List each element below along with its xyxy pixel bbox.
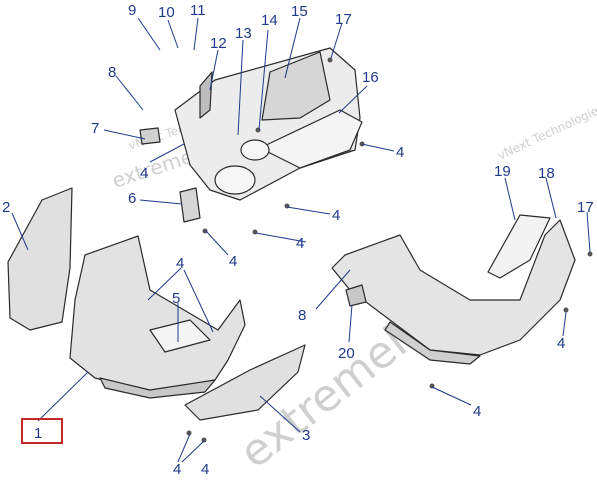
callout-11[interactable]: 11 xyxy=(190,2,206,19)
callout-4-h[interactable]: 4 xyxy=(473,403,481,420)
callout-8-a[interactable]: 8 xyxy=(108,64,116,81)
callout-15[interactable]: 15 xyxy=(291,3,308,20)
callout-9[interactable]: 9 xyxy=(128,2,136,19)
rear-pan-lip xyxy=(384,321,481,365)
callout-2[interactable]: 2 xyxy=(2,199,10,216)
belly-pan-rear xyxy=(331,219,576,356)
callout-4-i[interactable]: 4 xyxy=(173,461,181,478)
callout-4-a[interactable]: 4 xyxy=(176,255,184,272)
tunnel-rear-section xyxy=(259,109,363,169)
rear-pan-insert xyxy=(487,214,551,279)
side-panel-lower xyxy=(184,344,306,421)
mount-bracket xyxy=(179,187,201,223)
callout-12[interactable]: 12 xyxy=(210,35,227,52)
tunnel-top-panel xyxy=(261,51,331,121)
upper-bracket xyxy=(199,71,213,119)
callout-6[interactable]: 6 xyxy=(128,190,136,207)
callout-19[interactable]: 19 xyxy=(494,163,511,180)
highlight-box xyxy=(21,418,63,444)
callout-4-j[interactable]: 4 xyxy=(201,461,209,478)
callout-5[interactable]: 5 xyxy=(172,290,180,307)
belly-pan-inner xyxy=(149,319,211,353)
callout-4-b[interactable]: 4 xyxy=(140,165,148,182)
callout-20[interactable]: 20 xyxy=(338,345,355,362)
callout-8-b[interactable]: 8 xyxy=(298,307,306,324)
callout-4-c[interactable]: 4 xyxy=(396,144,404,161)
callout-10[interactable]: 10 xyxy=(158,4,175,21)
callout-labels: 1 2 3 4 4 4 4 4 4 4 4 4 4 5 6 7 8 8 9 10… xyxy=(2,2,594,478)
callout-16[interactable]: 16 xyxy=(362,69,379,86)
fasteners xyxy=(186,57,593,443)
callout-13[interactable]: 13 xyxy=(235,25,252,42)
callout-4-e[interactable]: 4 xyxy=(296,235,304,252)
watermark-text-3: vNext Technologies xyxy=(495,101,597,163)
tunnel-opening xyxy=(214,165,256,195)
callout-1[interactable]: 1 xyxy=(34,425,42,442)
callout-17-b[interactable]: 17 xyxy=(577,199,594,216)
leader-lines xyxy=(11,17,591,463)
callout-3[interactable]: 3 xyxy=(302,427,310,444)
callout-7[interactable]: 7 xyxy=(91,120,99,137)
callout-4-d[interactable]: 4 xyxy=(332,207,340,224)
rear-pan-pad xyxy=(345,284,367,307)
belly-pan-lip xyxy=(99,377,216,399)
callout-14[interactable]: 14 xyxy=(261,12,278,29)
callout-4-g[interactable]: 4 xyxy=(557,335,565,352)
callout-4-f[interactable]: 4 xyxy=(229,253,237,270)
callout-17-a[interactable]: 17 xyxy=(335,11,352,28)
small-bracket xyxy=(139,127,161,145)
belly-pan-front xyxy=(69,235,246,393)
callout-18[interactable]: 18 xyxy=(538,165,555,182)
tunnel-opening-small xyxy=(240,139,270,161)
side-panel-left xyxy=(7,187,73,331)
